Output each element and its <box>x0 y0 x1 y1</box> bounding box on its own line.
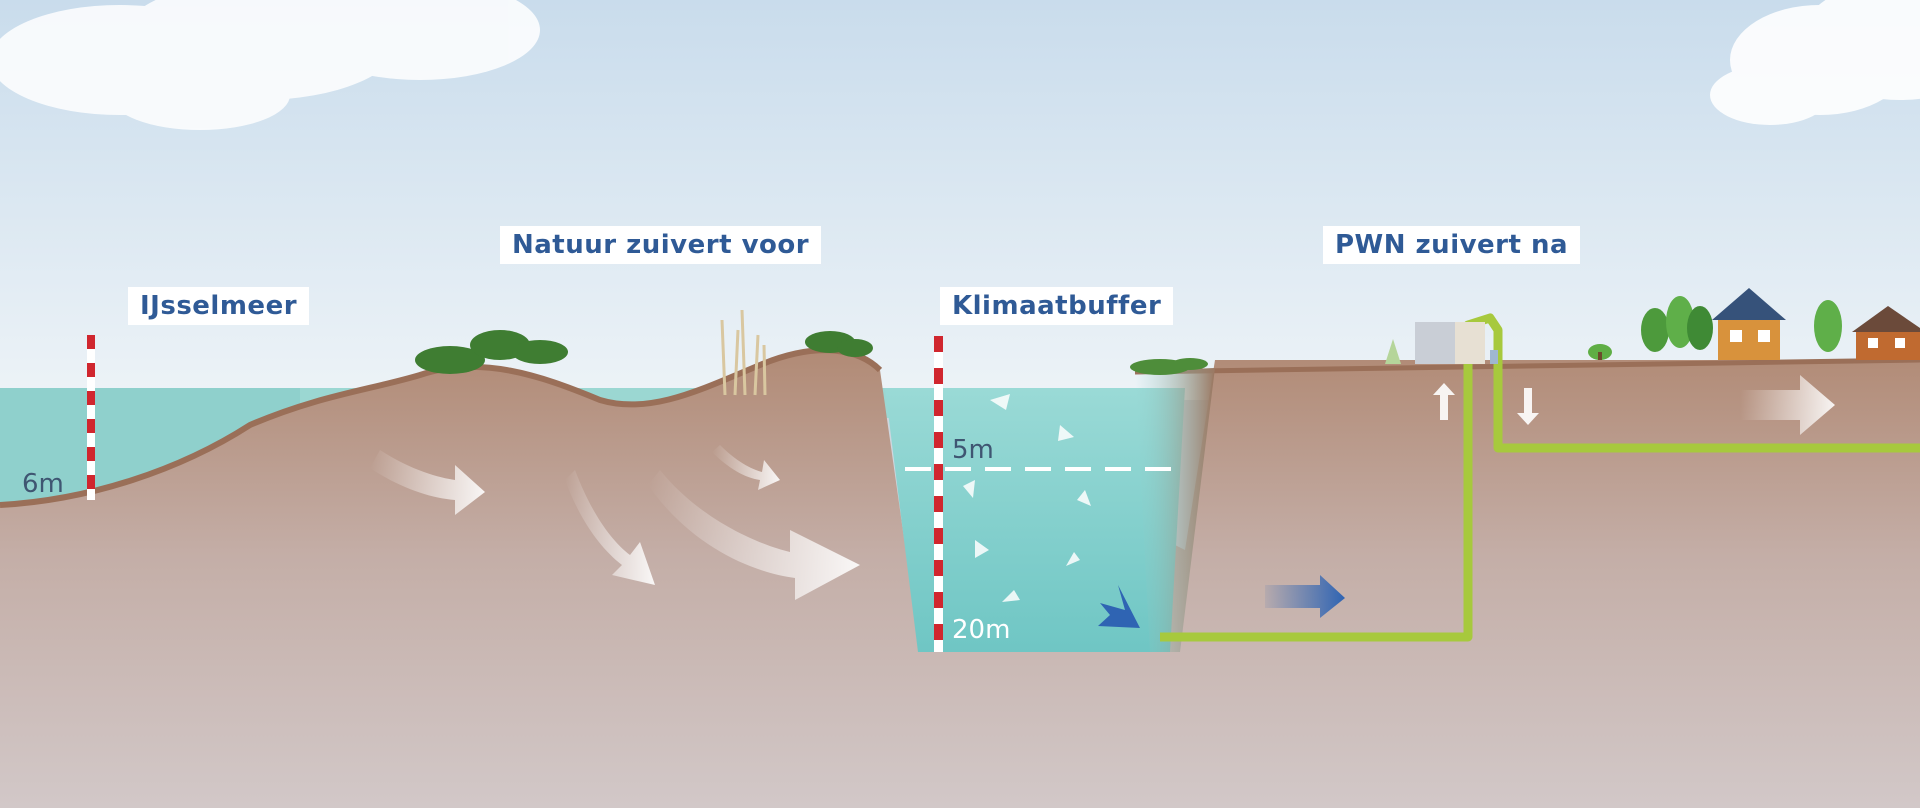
plant-arrows <box>1433 383 1539 425</box>
village <box>1588 288 1920 360</box>
distribution-arrow <box>1740 375 1835 435</box>
label-natuur-zuivert-voor: Natuur zuivert voor <box>500 226 822 264</box>
label-ijsselmeer: IJsselmeer <box>128 287 310 325</box>
treatment-plant <box>1385 322 1498 364</box>
label-pwn-zuivert-na: PWN zuivert na <box>1323 226 1581 264</box>
pipe <box>1160 313 1920 642</box>
soil-edge-right <box>1134 357 1920 375</box>
depth-label-lake: 6m <box>22 469 64 499</box>
reeds <box>720 309 767 396</box>
dune-bushes <box>415 330 873 374</box>
cloud-left <box>0 0 540 130</box>
buffer-water <box>885 388 1185 652</box>
blue-arrow-buffer <box>1098 585 1140 628</box>
infiltration-arrows <box>370 445 860 600</box>
depth-pole-lake <box>87 335 95 500</box>
depth-label-5m: 5m <box>952 435 994 465</box>
blue-arrow-ground <box>1265 575 1345 618</box>
ledge-bushes <box>1130 358 1208 375</box>
depth-label-20m: 20m <box>952 615 1011 645</box>
buffer-wall <box>1135 368 1215 652</box>
depth-pole-buffer <box>934 336 943 652</box>
label-klimaatbuffer: Klimaatbuffer <box>940 287 1174 325</box>
buffer-arrows <box>963 394 1091 602</box>
cloud-right <box>1710 0 1920 125</box>
